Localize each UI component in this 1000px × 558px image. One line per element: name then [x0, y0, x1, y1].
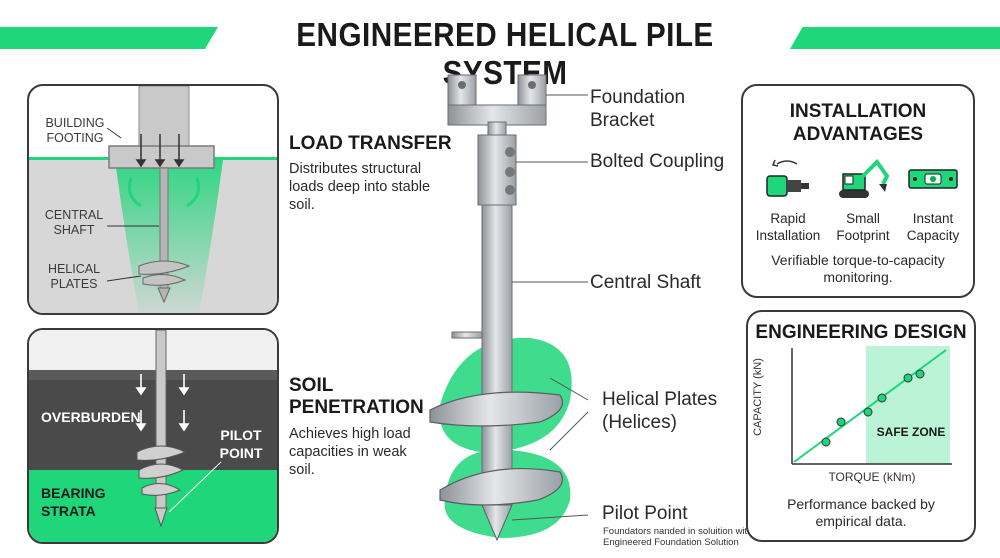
helical-plates-callout: Helical Plates (Helices): [602, 389, 718, 433]
engineering-caption: Performance backed by empirical data.: [787, 496, 935, 529]
central-shaft-label: CENTRAL SHAFT: [44, 208, 104, 237]
central-shaft-callout: Central Shaft: [590, 272, 701, 293]
load-transfer-heading: LOAD TRANSFER: [289, 133, 452, 154]
engineering-design-panel: ENGINEERING DESIGN CAPACITY (kN) SAFE ZO…: [746, 310, 976, 542]
y-axis-label: CAPACITY (kN): [752, 358, 764, 436]
capacity-torque-chart: [791, 346, 952, 465]
advantage-label-rapid: Rapid Installation: [755, 211, 821, 243]
foundation-bracket-callout: Foundation Bracket: [590, 87, 686, 131]
soil-penetration-panel: OVERBURDEN PILOT POINT BEARING STRATA: [27, 328, 279, 544]
drive-motor-icon: [766, 159, 809, 197]
pilot-point-label: PILOT POINT: [219, 427, 263, 461]
safe-zone-label: SAFE ZONE: [876, 425, 946, 439]
load-transfer-illustration: [29, 86, 277, 313]
footnote: Foundators nanded in soluition with Engi…: [603, 526, 753, 548]
load-transfer-text: Distributes structural loads deep into s…: [289, 161, 431, 213]
x-axis-label: TORQUE (kNm): [828, 470, 916, 484]
title-accent-left: [0, 27, 218, 49]
helical-pile-illustration: [429, 74, 589, 542]
data-point: [863, 407, 873, 417]
load-transfer-panel: BUILDING FOOTING CENTRAL SHAFT HELICAL P…: [27, 84, 279, 315]
bolted-coupling-callout: Bolted Coupling: [590, 151, 725, 172]
level-icon: [908, 169, 958, 189]
data-point: [915, 369, 925, 379]
page-title: ENGINEERED HELICAL PILE SYSTEM: [296, 16, 714, 91]
soil-penetration-illustration: [29, 330, 277, 542]
safe-zone-region: [866, 346, 950, 464]
installation-note: Verifiable torque-to-capacity monitoring…: [771, 252, 945, 285]
soil-penetration-heading: SOIL PENETRATION: [289, 375, 424, 418]
data-point: [821, 437, 831, 447]
advantage-label-footprint: Small Footprint: [836, 211, 890, 243]
bearing-strata-label: BEARING STRATA: [41, 485, 106, 519]
soil-penetration-text: Achieves high load capacities in weak so…: [289, 426, 411, 478]
title-accent-right: [790, 27, 1000, 49]
pilot-point-callout: Pilot Point: [602, 503, 688, 524]
building-footing-label: BUILDING FOOTING: [45, 116, 105, 145]
trend-line: [793, 349, 947, 463]
installation-advantages-panel: INSTALLATION ADVANTAGES Rapid Installati…: [741, 84, 975, 298]
data-point: [903, 373, 913, 383]
advantage-label-capacity: Instant Capacity: [906, 211, 960, 243]
overburden-label: OVERBURDEN: [41, 409, 141, 425]
data-point: [877, 393, 887, 403]
engineering-heading: ENGINEERING DESIGN: [755, 322, 967, 343]
installation-heading: INSTALLATION ADVANTAGES: [789, 101, 927, 145]
excavator-icon: [839, 158, 890, 198]
helical-plates-label: HELICAL PLATES: [47, 262, 101, 291]
data-point: [836, 417, 846, 427]
